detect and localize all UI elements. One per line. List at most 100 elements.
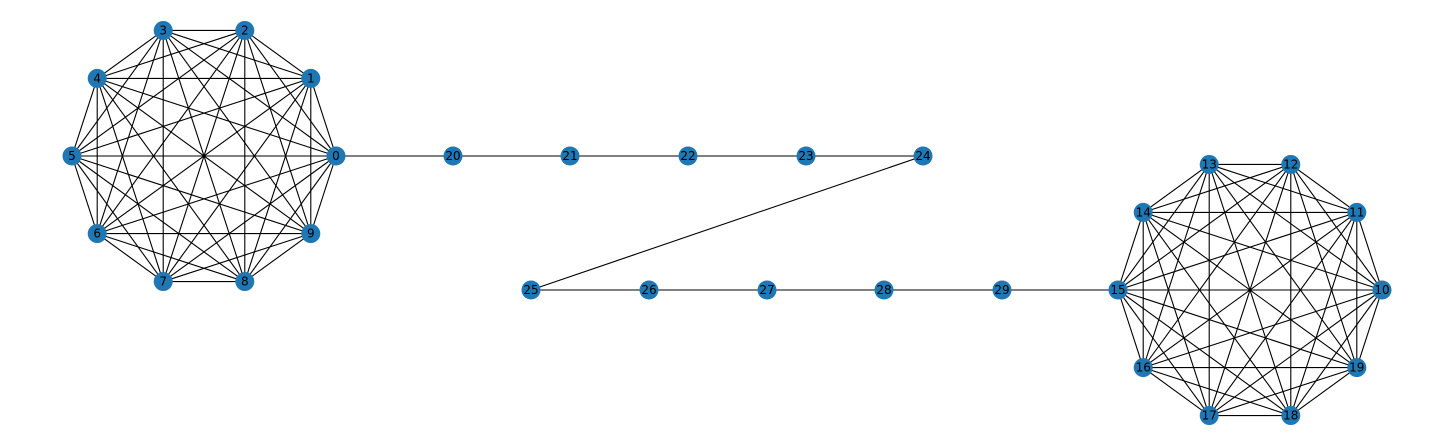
node-4: 4 bbox=[87, 68, 107, 88]
edge-4-8 bbox=[96, 78, 246, 282]
edge-0-1 bbox=[310, 78, 337, 157]
node-9: 9 bbox=[301, 224, 321, 244]
edge-16-17 bbox=[1142, 367, 1210, 416]
node-23: 23 bbox=[796, 146, 816, 166]
node-circle-29 bbox=[992, 280, 1012, 300]
node-label-10: 10 bbox=[1374, 283, 1389, 297]
node-circle-2 bbox=[235, 20, 255, 40]
node-circle-27 bbox=[757, 280, 777, 300]
node-circle-7 bbox=[153, 272, 173, 292]
node-circle-16 bbox=[1133, 358, 1153, 378]
node-circle-1 bbox=[301, 68, 321, 88]
edge-0-9 bbox=[310, 155, 337, 234]
node-circle-3 bbox=[153, 20, 173, 40]
edge-3-6 bbox=[96, 30, 164, 234]
node-circle-20 bbox=[443, 146, 463, 166]
edge-2-9 bbox=[244, 30, 312, 234]
node-13: 13 bbox=[1199, 154, 1219, 174]
node-circle-15 bbox=[1108, 280, 1128, 300]
edge-1-8 bbox=[244, 78, 312, 282]
node-label-19: 19 bbox=[1349, 361, 1364, 375]
node-3: 3 bbox=[153, 20, 173, 40]
edge-18-19 bbox=[1290, 367, 1358, 416]
node-circle-5 bbox=[62, 146, 82, 166]
edge-6-7 bbox=[96, 233, 164, 282]
node-label-16: 16 bbox=[1136, 361, 1151, 375]
node-label-20: 20 bbox=[445, 149, 460, 163]
node-circle-13 bbox=[1199, 154, 1219, 174]
node-label-5: 5 bbox=[68, 149, 76, 163]
edge-17-19 bbox=[1209, 367, 1357, 417]
node-label-8: 8 bbox=[241, 275, 249, 289]
node-14: 14 bbox=[1133, 202, 1153, 222]
node-label-7: 7 bbox=[159, 275, 167, 289]
edge-15-16 bbox=[1117, 289, 1144, 368]
edge-3-9 bbox=[162, 30, 312, 234]
node-19: 19 bbox=[1347, 358, 1367, 378]
node-label-28: 28 bbox=[876, 283, 891, 297]
edge-11-12 bbox=[1290, 164, 1358, 213]
node-27: 27 bbox=[757, 280, 777, 300]
edge-11-18 bbox=[1290, 212, 1358, 416]
node-label-14: 14 bbox=[1136, 205, 1151, 219]
node-label-0: 0 bbox=[332, 149, 340, 163]
edge-3-4 bbox=[96, 30, 164, 79]
node-8: 8 bbox=[235, 272, 255, 292]
edge-8-9 bbox=[244, 233, 312, 282]
node-circle-12 bbox=[1281, 154, 1301, 174]
node-label-4: 4 bbox=[93, 71, 101, 85]
node-circle-8 bbox=[235, 272, 255, 292]
node-label-1: 1 bbox=[307, 71, 315, 85]
edge-14-15 bbox=[1117, 212, 1144, 291]
node-label-13: 13 bbox=[1202, 157, 1217, 171]
node-label-2: 2 bbox=[241, 23, 249, 37]
node-11: 11 bbox=[1347, 202, 1367, 222]
edge-24-25 bbox=[530, 155, 924, 291]
edge-10-11 bbox=[1356, 212, 1383, 291]
node-circle-14 bbox=[1133, 202, 1153, 222]
edge-5-6 bbox=[71, 155, 98, 234]
edge-6-8 bbox=[97, 233, 245, 283]
edge-4-7 bbox=[96, 78, 164, 282]
node-20: 20 bbox=[443, 146, 463, 166]
node-29: 29 bbox=[992, 280, 1012, 300]
node-label-25: 25 bbox=[523, 283, 538, 297]
edge-7-9 bbox=[163, 233, 311, 283]
edge-0-3 bbox=[162, 30, 337, 157]
edge-16-18 bbox=[1143, 367, 1291, 417]
node-6: 6 bbox=[87, 224, 107, 244]
node-label-3: 3 bbox=[159, 23, 167, 37]
node-circle-26 bbox=[639, 280, 659, 300]
edge-14-18 bbox=[1142, 212, 1292, 416]
node-circle-10 bbox=[1372, 280, 1392, 300]
node-label-17: 17 bbox=[1202, 409, 1217, 423]
edge-10-19 bbox=[1356, 289, 1383, 368]
node-label-21: 21 bbox=[562, 149, 577, 163]
node-18: 18 bbox=[1281, 406, 1301, 426]
node-label-22: 22 bbox=[680, 149, 695, 163]
node-21: 21 bbox=[560, 146, 580, 166]
node-7: 7 bbox=[153, 272, 173, 292]
edge-5-8 bbox=[71, 155, 246, 282]
edge-15-17 bbox=[1117, 289, 1210, 416]
node-24: 24 bbox=[913, 146, 933, 166]
node-label-27: 27 bbox=[759, 283, 774, 297]
node-15: 15 bbox=[1108, 280, 1128, 300]
node-12: 12 bbox=[1281, 154, 1301, 174]
edge-12-15 bbox=[1117, 164, 1292, 291]
node-1: 1 bbox=[301, 68, 321, 88]
edge-13-19 bbox=[1208, 164, 1358, 368]
edge-15-19 bbox=[1117, 289, 1357, 369]
edge-5-9 bbox=[71, 155, 311, 235]
node-circle-11 bbox=[1347, 202, 1367, 222]
node-label-18: 18 bbox=[1283, 409, 1298, 423]
node-circle-17 bbox=[1199, 406, 1219, 426]
node-label-29: 29 bbox=[994, 283, 1009, 297]
node-label-15: 15 bbox=[1110, 283, 1125, 297]
node-circle-22 bbox=[678, 146, 698, 166]
node-circle-9 bbox=[301, 224, 321, 244]
node-label-23: 23 bbox=[798, 149, 813, 163]
edge-4-9 bbox=[96, 77, 312, 235]
node-26: 26 bbox=[639, 280, 659, 300]
node-label-6: 6 bbox=[93, 227, 101, 241]
